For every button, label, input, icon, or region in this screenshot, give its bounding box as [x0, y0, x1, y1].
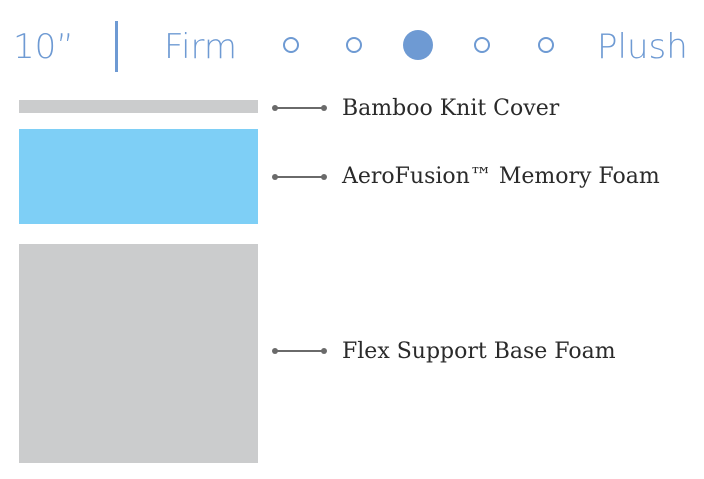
- firmness-dot: [283, 37, 299, 53]
- cover-connector: [272, 105, 327, 111]
- firmness-dot: [538, 37, 554, 53]
- base-foam-connector: [272, 348, 327, 354]
- layer-memory-foam-block: [19, 129, 258, 224]
- firmness-dot: [474, 37, 490, 53]
- layer-base-foam-block: [19, 244, 258, 463]
- firmness-dot: [346, 37, 362, 53]
- layer-label-cover: Bamboo Knit Cover: [342, 96, 560, 121]
- memory-foam-connector: [272, 174, 327, 180]
- layer-label-memory-foam: AeroFusion™ Memory Foam: [342, 164, 660, 189]
- layer-cover-block: [19, 100, 258, 113]
- plush-label: Plush: [597, 27, 688, 67]
- header-divider: [115, 21, 118, 72]
- layer-label-base-foam: Flex Support Base Foam: [342, 339, 616, 364]
- mattress-height-label: 10”: [13, 27, 74, 67]
- firm-label: Firm: [164, 27, 238, 67]
- firmness-dot-selected: [403, 30, 433, 60]
